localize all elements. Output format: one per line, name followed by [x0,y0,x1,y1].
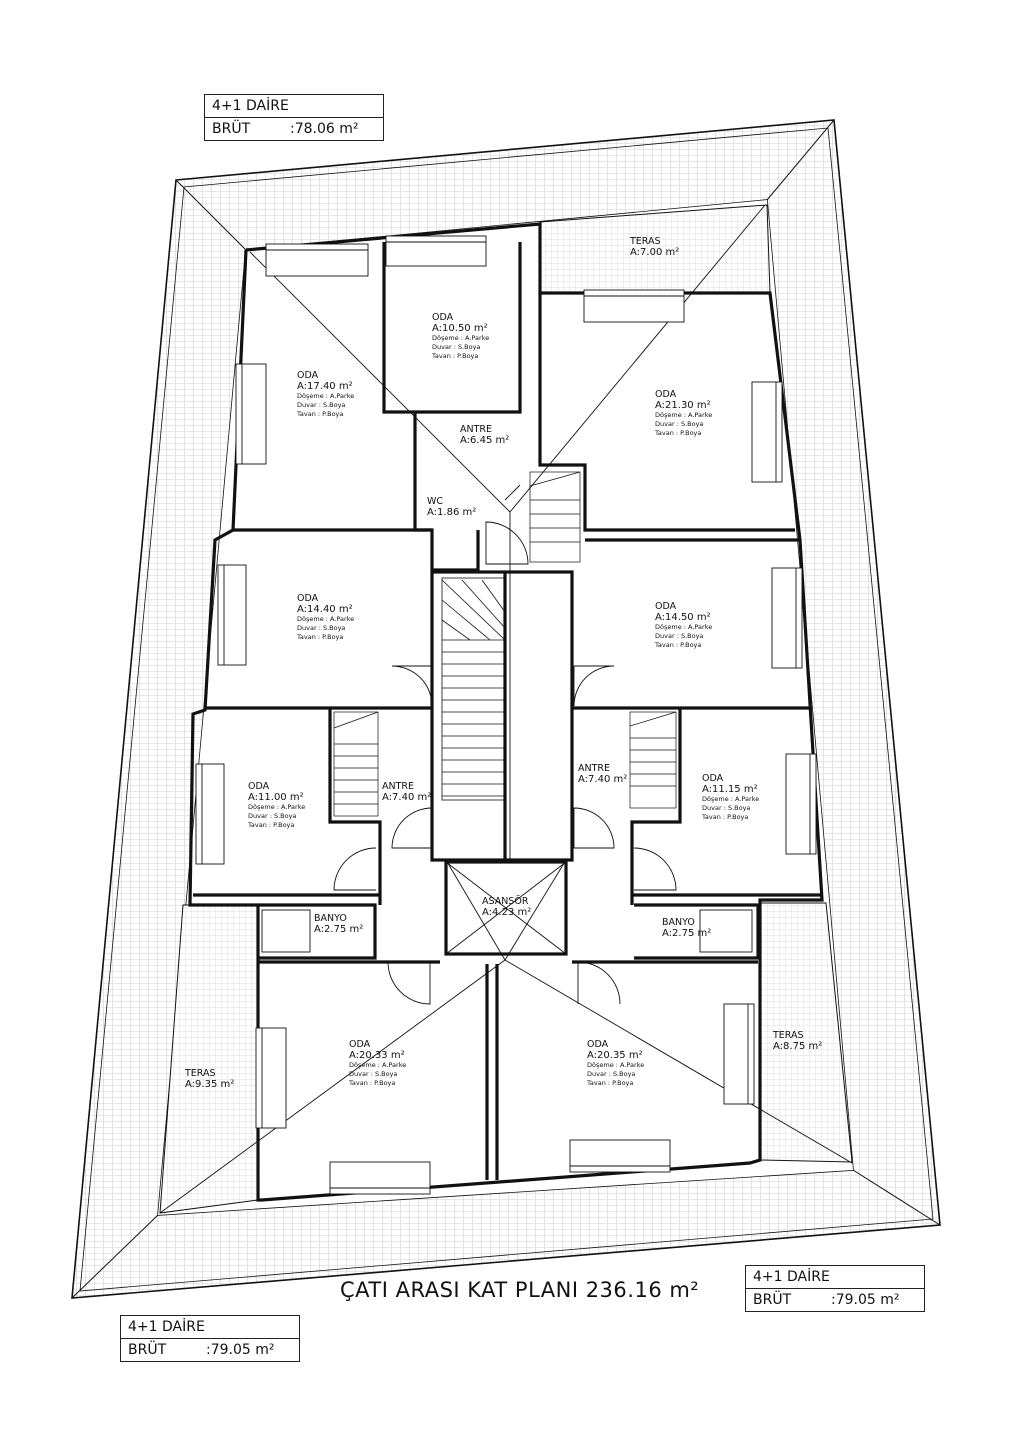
unit-type: 4+1 DAİRE [128,1319,205,1335]
brut-value: :78.06 m² [290,121,359,137]
roof-hip-lines [71,119,941,1299]
unit-type: 4+1 DAİRE [212,98,289,114]
unit-brut: BRÜT :79.05 m² [121,1338,299,1361]
unit-box-top-left: 4+1 DAİRE BRÜT :78.06 m² [204,94,384,141]
small-stairs [333,471,677,817]
brut-label: BRÜT [753,1292,792,1308]
unit-box-bottom-left: 4+1 DAİRE BRÜT :79.05 m² [120,1315,300,1362]
staircase [441,577,506,801]
unit-box-right: 4+1 DAİRE BRÜT :79.05 m² [745,1265,925,1312]
unit-brut: BRÜT :78.06 m² [205,117,383,140]
plan-title: ÇATI ARASI KAT PLANI 236.16 m² [340,1278,700,1302]
roof-ridge-lines [159,204,853,1214]
unit-brut: BRÜT :79.05 m² [746,1288,924,1311]
brut-label: BRÜT [212,121,251,137]
brut-label: BRÜT [128,1342,167,1358]
brut-value: :79.05 m² [206,1342,275,1358]
doors [333,484,677,1005]
unit-type: 4+1 DAİRE [753,1269,830,1285]
brut-value: :79.05 m² [831,1292,900,1308]
windows [195,235,817,1195]
